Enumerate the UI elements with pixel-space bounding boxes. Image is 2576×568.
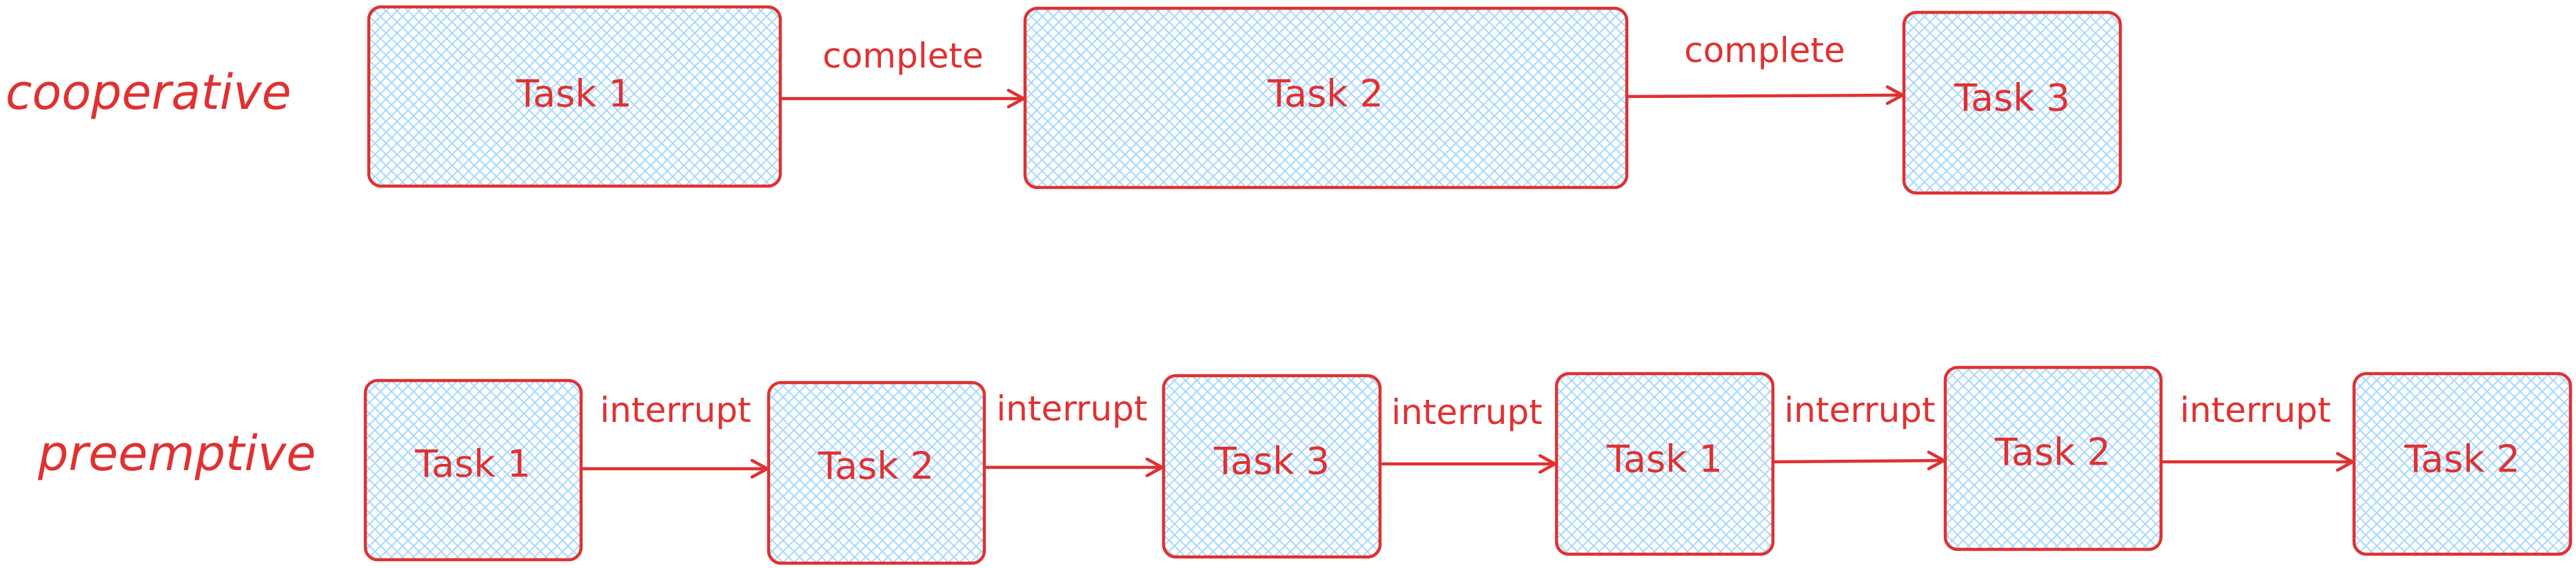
preemptive-task-4-label: Task 1 [1606, 438, 1723, 481]
row-label-preemptive: preemptive [37, 425, 316, 482]
cooperative-edge-2-label: complete [1684, 30, 1845, 70]
preemptive-row: Task 1 interrupt Task 2 interrupt Task 3… [363, 365, 2573, 565]
preemptive-task-3-label: Task 3 [1213, 440, 1330, 483]
preemptive-task-3-box [1162, 374, 1382, 559]
cooperative-task-1-box [367, 5, 782, 188]
cooperative-task-2-label: Task 2 [1267, 72, 1383, 116]
preemptive-task-4-box [1554, 372, 1775, 556]
preemptive-edge-2-label: interrupt [996, 389, 1147, 429]
cooperative-task-3-box [1902, 10, 2122, 195]
cooperative-task-2-box [1023, 6, 1629, 190]
preemptive-task-2-box [767, 381, 986, 565]
cooperative-edge-2-line [1626, 93, 1903, 99]
preemptive-task-5-label: Task 2 [1994, 431, 2111, 474]
preemptive-edge-3-label: interrupt [1391, 392, 1542, 432]
cooperative-task-1-label: Task 1 [516, 72, 632, 116]
preemptive-task-2-label: Task 2 [818, 445, 934, 488]
cooperative-edge-1-label: complete [822, 36, 984, 76]
preemptive-edge-4-line [1772, 458, 1945, 464]
preemptive-edge-5-label: interrupt [2180, 390, 2331, 430]
preemptive-edge-1-label: interrupt [600, 390, 751, 430]
preemptive-edge-4-label: interrupt [1784, 390, 1935, 430]
cooperative-task-3-label: Task 3 [1954, 77, 2070, 120]
preemptive-task-5-box [1943, 365, 2163, 551]
preemptive-task-6-label: Task 2 [2404, 438, 2520, 481]
preemptive-task-1-label: Task 1 [414, 443, 531, 486]
preemptive-task-6-box [2352, 372, 2573, 556]
cooperative-row: Task 1 complete Task 2 complete Task 3 [367, 5, 2122, 195]
row-label-cooperative: cooperative [6, 64, 292, 121]
